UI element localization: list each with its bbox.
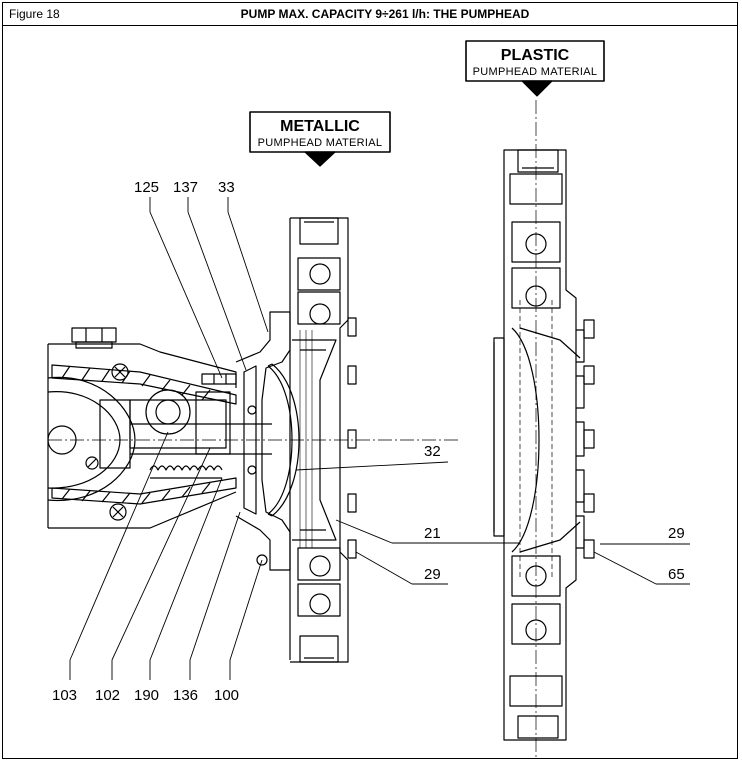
figure-header: Figure 18 PUMP MAX. CAPACITY 9÷261 l/h: … (3, 3, 737, 26)
part-label-29-right: 29 (668, 525, 685, 542)
metallic-title: METALLIC (280, 118, 360, 135)
plastic-callout: PLASTIC PUMPHEAD MATERIAL (465, 40, 605, 97)
plastic-subtitle: PUMPHEAD MATERIAL (473, 66, 598, 78)
metallic-callout: METALLIC PUMPHEAD MATERIAL (249, 111, 391, 167)
leader-lines (69, 197, 690, 680)
part-label-136: 136 (173, 687, 198, 704)
part-label-137: 137 (173, 179, 198, 196)
part-number-labels: 125 137 33 32 21 29 29 65 103 102 190 13… (52, 179, 685, 704)
part-label-125: 125 (134, 179, 159, 196)
part-label-21: 21 (424, 525, 441, 542)
part-label-102: 102 (95, 687, 120, 704)
part-label-32: 32 (424, 443, 441, 460)
crankcase (47, 327, 460, 529)
part-label-103: 103 (52, 687, 77, 704)
plastic-title: PLASTIC (501, 47, 570, 64)
figure-label: Figure 18 (9, 7, 60, 21)
part-label-190: 190 (134, 687, 159, 704)
metallic-subtitle: PUMPHEAD MATERIAL (258, 137, 383, 149)
part-label-100: 100 (214, 687, 239, 704)
part-label-33: 33 (218, 179, 235, 196)
part-label-29-left: 29 (424, 566, 441, 583)
part-label-65: 65 (668, 566, 685, 583)
plastic-pumphead (493, 100, 595, 760)
metallic-pumphead (289, 217, 357, 663)
figure-title: PUMP MAX. CAPACITY 9÷261 l/h: THE PUMPHE… (240, 7, 530, 21)
metallic-flange (235, 311, 300, 571)
